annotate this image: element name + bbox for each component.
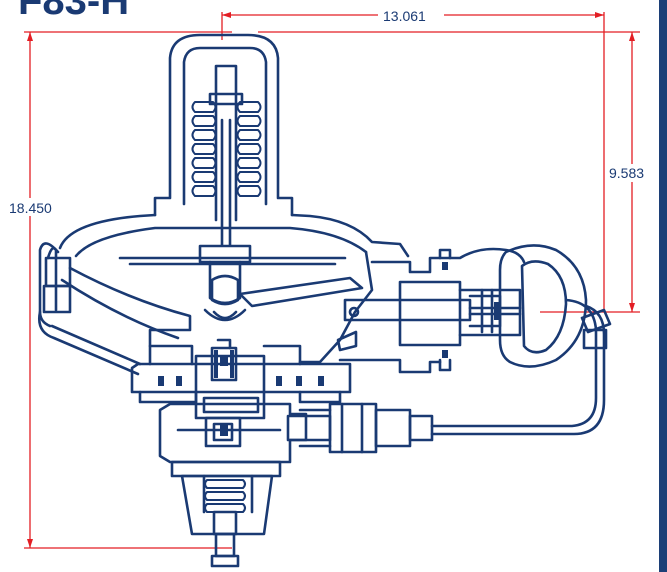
title-fragment: F83-H bbox=[18, 0, 129, 23]
dimension-width-label: 13.061 bbox=[383, 8, 426, 24]
regulator-outline bbox=[38, 33, 612, 568]
arrowheads bbox=[27, 12, 635, 548]
fasteners bbox=[158, 262, 500, 436]
dimension-partial-height-label: 9.583 bbox=[609, 165, 644, 181]
dimension-height-label: 18.450 bbox=[9, 200, 52, 216]
